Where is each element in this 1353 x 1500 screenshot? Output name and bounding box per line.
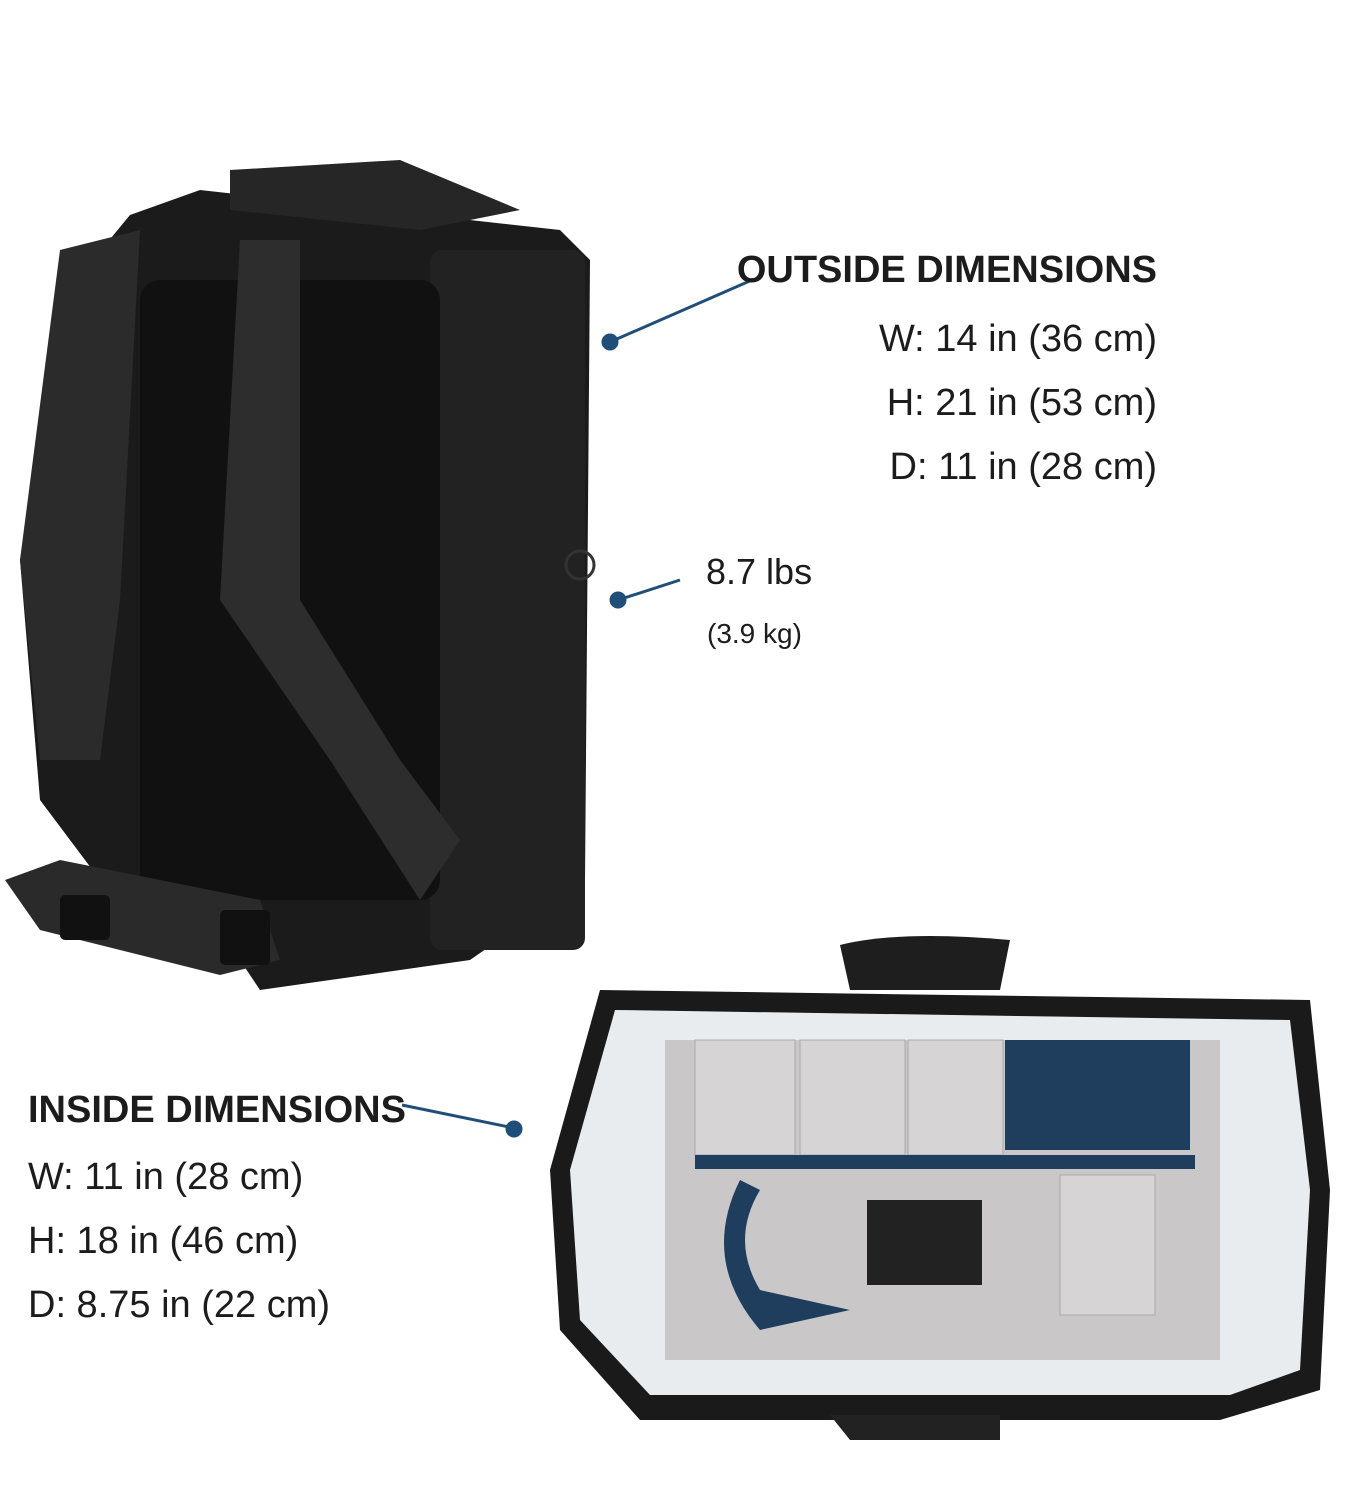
inside-depth: D: 8.75 in (22 cm) bbox=[28, 1284, 330, 1326]
backpack-open-interior bbox=[550, 936, 1330, 1440]
outside-depth: D: 11 in (28 cm) bbox=[889, 446, 1157, 488]
outside-width: W: 14 in (36 cm) bbox=[878, 318, 1157, 360]
outside-dimensions-title: OUTSIDE DIMENSIONS bbox=[736, 249, 1157, 291]
callout-lines bbox=[401, 278, 753, 1138]
outside-height: H: 21 in (53 cm) bbox=[886, 382, 1157, 424]
inside-width: W: 11 in (28 cm) bbox=[28, 1156, 304, 1198]
weight-imperial: 8.7 lbs bbox=[706, 551, 813, 592]
inside-dimensions-title: INSIDE DIMENSIONS bbox=[28, 1089, 406, 1131]
backpack-back-view bbox=[5, 160, 596, 990]
weight-metric: (3.9 kg) bbox=[707, 618, 802, 649]
inside-height: H: 18 in (46 cm) bbox=[28, 1220, 299, 1262]
